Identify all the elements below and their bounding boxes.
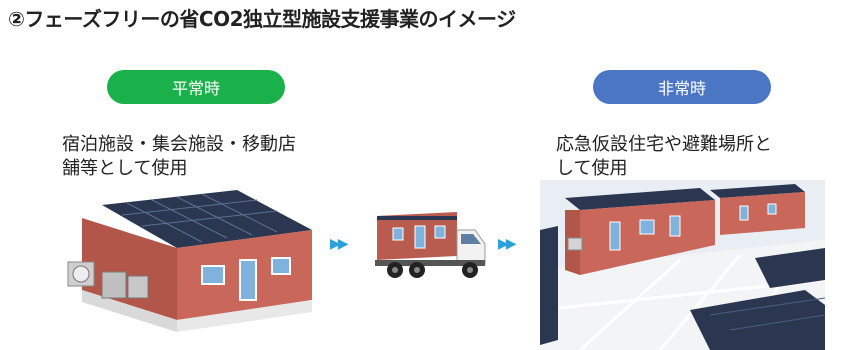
emergency-description-line-2: して使用	[556, 158, 628, 179]
arrow-icon: ▶▶	[498, 236, 516, 252]
normal-description-line-1: 宿泊施設・集会施設・移動店	[62, 134, 296, 155]
emergency-description: 応急仮設住宅や避難場所と して使用	[556, 133, 856, 181]
container-module-illustration	[67, 190, 312, 332]
truck-illustration	[375, 212, 486, 278]
normal-description: 宿泊施設・集会施設・移動店 舗等として使用	[62, 133, 362, 181]
normal-description-line-2: 舗等として使用	[62, 158, 188, 179]
arrow-icon: ▶▶	[330, 236, 348, 252]
normal-time-badge: 平常時	[107, 70, 285, 104]
page-title: ②フェーズフリーの省CO2独立型施設支援事業のイメージ	[8, 7, 516, 31]
temporary-housing-site-illustration	[540, 180, 825, 350]
emergency-time-badge: 非常時	[593, 70, 771, 104]
emergency-description-line-1: 応急仮設住宅や避難場所と	[556, 134, 772, 155]
